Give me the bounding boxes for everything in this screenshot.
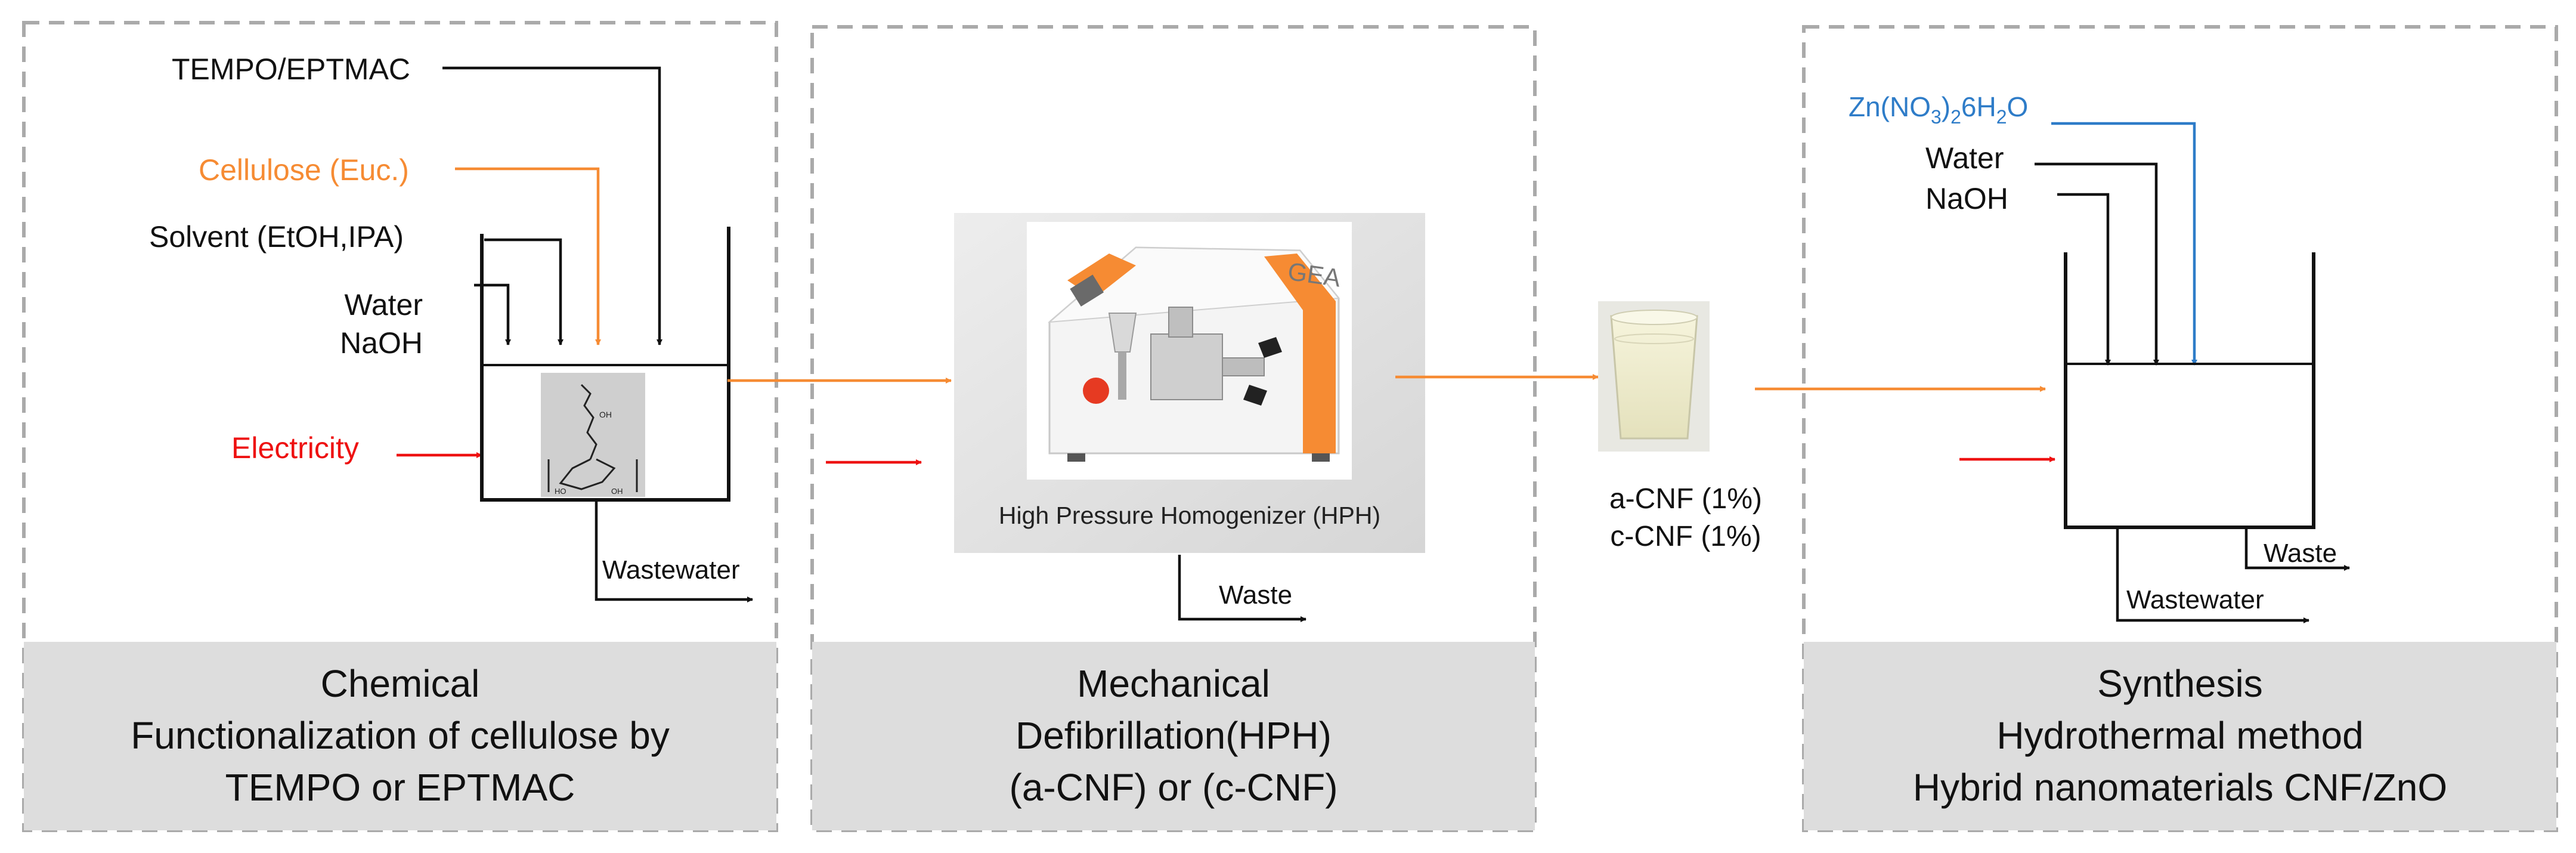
panel-chemical: Chemical Functionalization of cellulose … — [22, 21, 778, 832]
panel-chemical-caption-box — [24, 642, 776, 830]
label-zinc-nitrate: Zn(NO3)26H2O — [1849, 91, 2028, 128]
arrow-water-naoh — [474, 283, 511, 345]
arrow-zinc-nitrate — [2051, 122, 2197, 366]
arrow-water-3 — [2035, 162, 2159, 366]
arrow-waste-2 — [1178, 555, 1306, 622]
arrow-tempo — [442, 66, 662, 345]
label-electricity: Electricity — [231, 431, 359, 465]
panel-synthesis-caption-box — [1804, 642, 2556, 830]
caption-mechanical-line1: Mechanical — [1077, 662, 1270, 705]
caption-mechanical-line2: Defibrillation(HPH) — [1015, 714, 1332, 757]
label-naoh-1: NaOH — [340, 326, 423, 360]
arrow-naoh-3 — [2057, 193, 2111, 366]
svg-text:OH: OH — [599, 410, 612, 419]
label-wastewater-1: Wastewater — [602, 555, 740, 585]
label-solvent: Solvent (EtOH,IPA) — [149, 220, 404, 254]
label-wastewater-3: Wastewater — [2126, 585, 2264, 614]
label-a-cnf: a-CNF (1%) — [1609, 483, 1762, 515]
label-c-cnf: c-CNF (1%) — [1610, 521, 1761, 552]
panel-synthesis: Synthesis Hydrothermal method Hybrid nan… — [1802, 25, 2558, 832]
caption-chemical-line3: TEMPO or EPTMAC — [225, 766, 575, 809]
caption-synthesis-line3: Hybrid nanomaterials CNF/ZnO — [1913, 766, 2447, 809]
arrow-waste-3 — [2244, 527, 2350, 571]
svg-text:OH: OH — [611, 487, 623, 496]
label-water-3: Water — [1925, 141, 2004, 175]
caption-synthesis-line2: Hydrothermal method — [1996, 714, 2363, 757]
arrow-cellulose — [455, 167, 601, 345]
homogenizer-machine-icon: GEA High Pressure Homogenizer (HPH) — [954, 213, 1425, 553]
arrow-solvent — [484, 238, 564, 345]
panel-mechanical: Mechanical Defibrillation(HPH) (a-CNF) o… — [810, 25, 1537, 832]
label-tempo-eptmac: TEMPO/EPTMAC — [172, 52, 410, 86]
caption-mechanical-line3: (a-CNF) or (c-CNF) — [1010, 766, 1338, 809]
panel-mechanical-caption-box — [812, 642, 1535, 830]
caption-chemical-line2: Functionalization of cellulose by — [131, 714, 670, 757]
arrow-wastewater-3 — [2116, 527, 2309, 623]
cellulose-structure-icon: OH HO OH — [541, 373, 645, 497]
label-cellulose: Cellulose (Euc.) — [199, 153, 409, 187]
caption-synthesis-line1: Synthesis — [2097, 662, 2262, 705]
svg-text:HO: HO — [555, 487, 566, 496]
label-waste-3: Waste — [2264, 539, 2337, 568]
arrow-wastewater-1 — [595, 500, 753, 602]
label-hph: High Pressure Homogenizer (HPH) — [999, 502, 1380, 529]
caption-chemical-line1: Chemical — [321, 662, 480, 705]
label-naoh-3: NaOH — [1925, 182, 2008, 215]
label-waste-2: Waste — [1219, 580, 1292, 610]
reactor-vessel-3 — [2064, 252, 2315, 529]
reactor-vessel-1: OH HO OH — [480, 227, 730, 502]
intermediate-product: a-CNF (1%) c-CNF (1%) — [1598, 301, 1762, 552]
label-water-1: Water — [345, 288, 423, 322]
beaker-with-liquid-icon — [1598, 301, 1710, 452]
